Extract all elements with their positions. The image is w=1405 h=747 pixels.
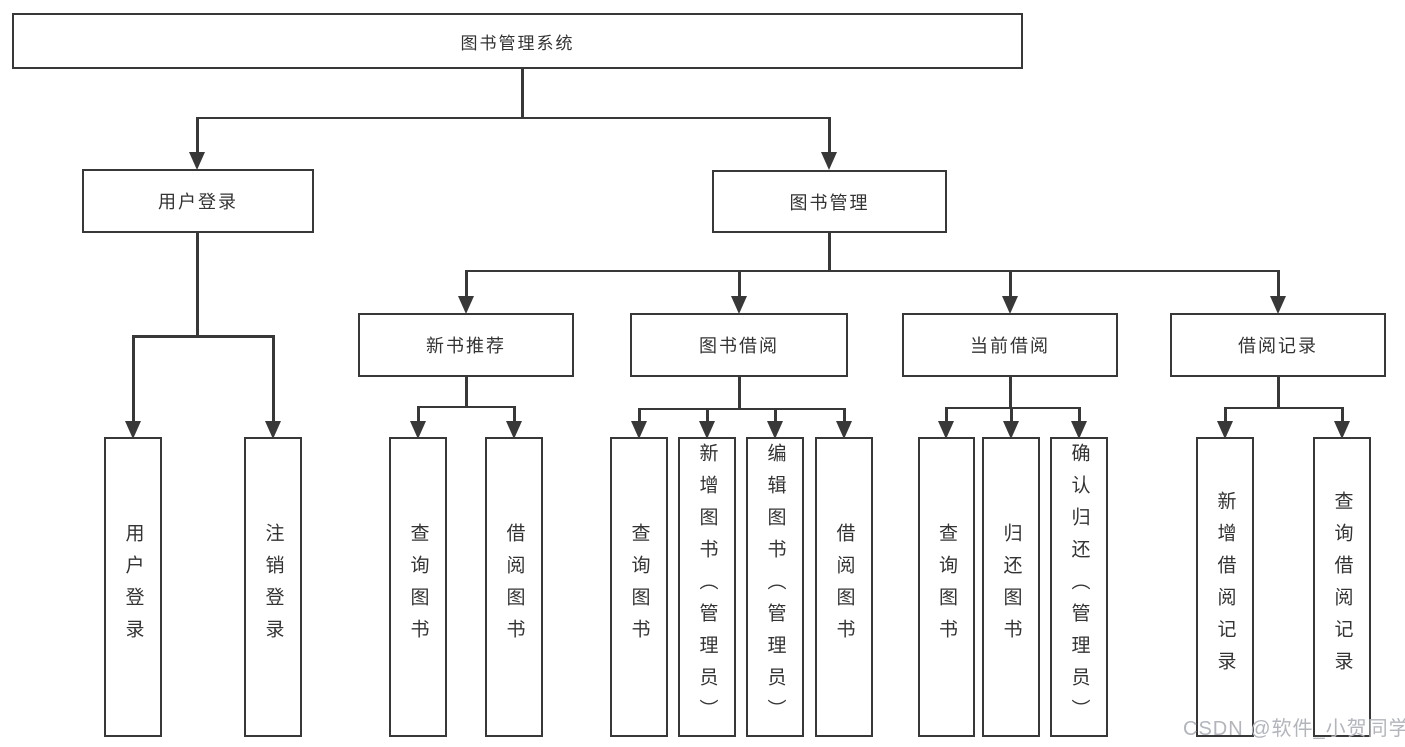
leaf-query-book-recommend: 查询图书 [389, 437, 447, 737]
leaf-query-book-recommend-label: 查询图书 [407, 523, 429, 651]
leaf-add-book-admin-label: 新增图书（管理员） [696, 443, 718, 731]
arrow-down-icon [1071, 421, 1087, 439]
leaf-user-login-label: 用户登录 [122, 523, 144, 651]
leaf-add-borrow-record: 新增借阅记录 [1196, 437, 1254, 737]
node-book-management-label: 图书管理 [789, 192, 870, 213]
connector-line [417, 405, 516, 408]
connector-line [417, 406, 420, 424]
connector-line [738, 270, 741, 298]
connector-line [513, 406, 516, 424]
node-root-label: 图书管理系统 [460, 33, 575, 53]
arrow-down-icon [1217, 421, 1233, 439]
connector-line [843, 408, 846, 424]
csdn-watermark: CSDN @软件_小贺同学 [1183, 718, 1405, 740]
leaf-user-login: 用户登录 [104, 437, 162, 737]
leaf-borrow-book-recommend: 借阅图书 [485, 437, 543, 737]
connector-line [272, 336, 275, 424]
leaf-edit-book-admin: 编辑图书（管理员） [746, 437, 804, 737]
node-user-login-label: 用户登录 [158, 192, 238, 212]
leaf-confirm-return-admin: 确认归还（管理员） [1050, 437, 1108, 737]
arrow-down-icon [821, 152, 837, 170]
arrow-down-icon [1003, 421, 1019, 439]
node-new-book-recommend-label: 新书推荐 [426, 336, 506, 356]
leaf-return-book: 归还图书 [982, 437, 1040, 737]
connector-line [1341, 407, 1344, 424]
arrow-down-icon [767, 421, 783, 439]
connector-line [945, 407, 948, 424]
arrow-down-icon [699, 421, 715, 439]
connector-line [1009, 270, 1012, 298]
arrow-down-icon [1334, 421, 1350, 439]
connector-line [1010, 407, 1013, 424]
leaf-borrow-book: 借阅图书 [815, 437, 873, 737]
leaf-edit-book-admin-label: 编辑图书（管理员） [764, 443, 786, 731]
connector-line [465, 377, 468, 407]
node-borrow-records: 借阅记录 [1170, 313, 1386, 377]
connector-line [828, 117, 831, 154]
leaf-logout-label: 注销登录 [262, 523, 284, 651]
connector-line [132, 336, 135, 424]
arrow-down-icon [410, 421, 426, 439]
arrow-down-icon [938, 421, 954, 439]
connector-line [1224, 406, 1344, 409]
connector-line [521, 68, 524, 118]
arrow-down-icon [1002, 296, 1018, 314]
leaf-borrow-book-label: 借阅图书 [833, 523, 855, 651]
arrow-down-icon [265, 421, 281, 439]
leaf-logout: 注销登录 [244, 437, 302, 737]
connector-line [638, 407, 845, 410]
node-borrow-records-label: 借阅记录 [1238, 336, 1318, 356]
leaf-return-book-label: 归还图书 [1000, 523, 1022, 651]
leaf-query-book-borrow-label: 查询图书 [628, 523, 650, 651]
connector-line [1277, 270, 1280, 298]
connector-line [706, 408, 709, 424]
connector-line [1078, 407, 1081, 424]
node-current-borrow-label: 当前借阅 [970, 336, 1050, 356]
node-book-borrow: 图书借阅 [630, 313, 848, 377]
connector-line [197, 116, 830, 119]
arrow-down-icon [731, 296, 747, 314]
connector-line [638, 408, 641, 424]
leaf-add-book-admin: 新增图书（管理员） [678, 437, 736, 737]
node-current-borrow: 当前借阅 [902, 313, 1118, 377]
leaf-query-book-current: 查询图书 [918, 437, 975, 737]
leaf-borrow-book-recommend-label: 借阅图书 [503, 523, 525, 651]
connector-line [1009, 377, 1012, 408]
connector-line [132, 335, 275, 338]
arrow-down-icon [631, 421, 647, 439]
connector-line [196, 117, 199, 154]
leaf-query-book-current-label: 查询图书 [936, 523, 957, 651]
leaf-query-borrow-record-label: 查询借阅记录 [1331, 491, 1353, 683]
arrow-down-icon [125, 421, 141, 439]
node-book-management: 图书管理 [712, 170, 947, 233]
connector-line [1224, 407, 1227, 424]
connector-line [945, 406, 1080, 409]
arrow-down-icon [458, 296, 474, 314]
node-new-book-recommend: 新书推荐 [358, 313, 574, 377]
connector-line [465, 270, 468, 298]
leaf-confirm-return-admin-label: 确认归还（管理员） [1068, 443, 1090, 731]
arrow-down-icon [1270, 296, 1286, 314]
connector-line [828, 233, 831, 271]
node-root-library-system: 图书管理系统 [12, 13, 1023, 69]
leaf-query-book-borrow: 查询图书 [610, 437, 668, 737]
node-book-borrow-label: 图书借阅 [699, 336, 779, 356]
leaf-query-borrow-record: 查询借阅记录 [1313, 437, 1371, 737]
connector-line [465, 269, 1279, 272]
connector-line [196, 233, 199, 337]
arrow-down-icon [836, 421, 852, 439]
arrow-down-icon [506, 421, 522, 439]
arrow-down-icon [189, 152, 205, 170]
connector-line [1277, 376, 1280, 408]
connector-line [738, 377, 741, 409]
leaf-add-borrow-record-label: 新增借阅记录 [1214, 491, 1236, 683]
connector-line [774, 408, 777, 424]
node-user-login: 用户登录 [82, 169, 314, 233]
